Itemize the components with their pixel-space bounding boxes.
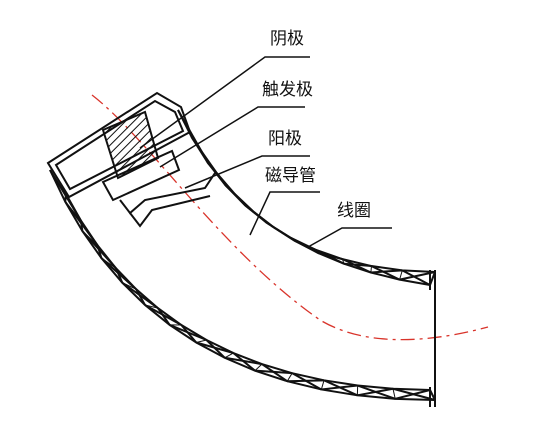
label-trigger-electrode: 触发极 [262, 82, 313, 99]
inner-coil-band [178, 110, 435, 285]
leader-guide [250, 192, 320, 235]
label-coil: 线圈 [337, 203, 371, 220]
label-anode: 阳极 [268, 131, 302, 148]
outer-coil-band [50, 170, 435, 400]
leader-coil [308, 228, 392, 247]
label-magnetic-guide-tube: 磁导管 [265, 168, 316, 185]
label-cathode: 阴极 [270, 31, 304, 48]
